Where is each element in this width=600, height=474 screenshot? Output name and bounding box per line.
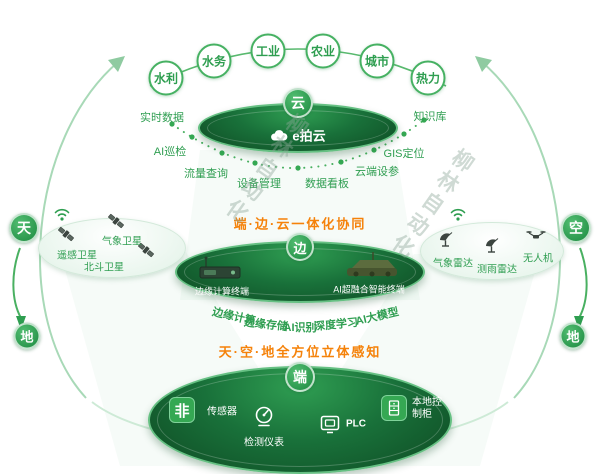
edge-layer-badge: 边 — [286, 233, 314, 261]
radar-icon — [486, 238, 499, 253]
cloud-platform-name: e拍云 — [292, 128, 326, 144]
radar-label: 测雨雷达 — [477, 264, 517, 276]
ground-badge: 地 — [13, 322, 41, 350]
radar-label: 气象雷达 — [433, 258, 473, 270]
satellite-label: 遥感卫星 — [57, 250, 97, 262]
terminal-layer-badge: 端 — [285, 362, 315, 392]
sector-badge: 工业 — [250, 33, 286, 69]
signal-icon — [450, 208, 466, 221]
ground-badge: 地 — [559, 322, 587, 350]
sensor-glyph: 非 — [174, 402, 190, 420]
satellite-icon — [58, 226, 74, 242]
cloud-feature-label: 数据看板 — [305, 178, 349, 190]
cloud-platform: e拍云 — [270, 126, 326, 145]
meter-icon — [255, 406, 273, 427]
collaboration-banner: 端·边·云一体化协同 — [233, 216, 367, 232]
edge-computing-terminal-icon — [199, 256, 241, 279]
terminal-item-label: 本地控制柜 — [412, 397, 442, 420]
drone-label: 无人机 — [523, 253, 553, 265]
air-badge: 空 — [561, 213, 591, 243]
ai-intelligent-terminal-icon — [347, 252, 397, 277]
cloud-feature-label: 云端设参 — [355, 166, 399, 178]
satellite-icon — [138, 242, 154, 258]
sensor-icon: 非 — [169, 397, 195, 423]
signal-icon — [54, 208, 70, 221]
cloud-feature-label: GIS定位 — [383, 148, 425, 160]
sector-badge: 城市 — [359, 43, 395, 79]
cloud-feature-label: 实时数据 — [140, 112, 184, 124]
edge-capability-label: AI识别 — [283, 322, 317, 334]
edge-device-label: AI超融合智能终端 — [333, 284, 405, 295]
terminal-item-label: 检测仪表 — [244, 437, 284, 449]
sector-badge: 水利 — [148, 60, 184, 96]
terminal-item-label: 传感器 — [207, 406, 237, 418]
satellite-label: 北斗卫星 — [84, 262, 124, 274]
cloud-feature-label: 知识库 — [413, 111, 447, 123]
sky-platform-ellipse — [38, 218, 186, 278]
cloud-feature-label: 流量查询 — [184, 168, 228, 180]
sector-badge: 农业 — [305, 33, 341, 69]
plc-icon — [320, 415, 340, 434]
cloud-feature-label: 设备管理 — [237, 178, 281, 190]
cloud-feature-label: AI巡检 — [153, 146, 187, 158]
sky-badge: 天 — [9, 213, 39, 243]
radar-icon — [440, 232, 453, 247]
cabinet-icon — [381, 395, 407, 421]
edge-device-label: 边缘计算终端 — [194, 286, 250, 297]
terminal-item-label: PLC — [346, 418, 366, 430]
perception-banner: 天·空·地全方位立体感知 — [218, 344, 382, 360]
satellite-icon — [108, 213, 124, 229]
sector-badge: 热力 — [410, 60, 446, 96]
sector-badge: 水务 — [196, 43, 232, 79]
cloud-layer-badge: 云 — [283, 88, 313, 118]
drone-icon — [526, 231, 546, 239]
satellite-label: 气象卫星 — [102, 236, 142, 248]
cloud-logo-icon — [271, 129, 288, 140]
